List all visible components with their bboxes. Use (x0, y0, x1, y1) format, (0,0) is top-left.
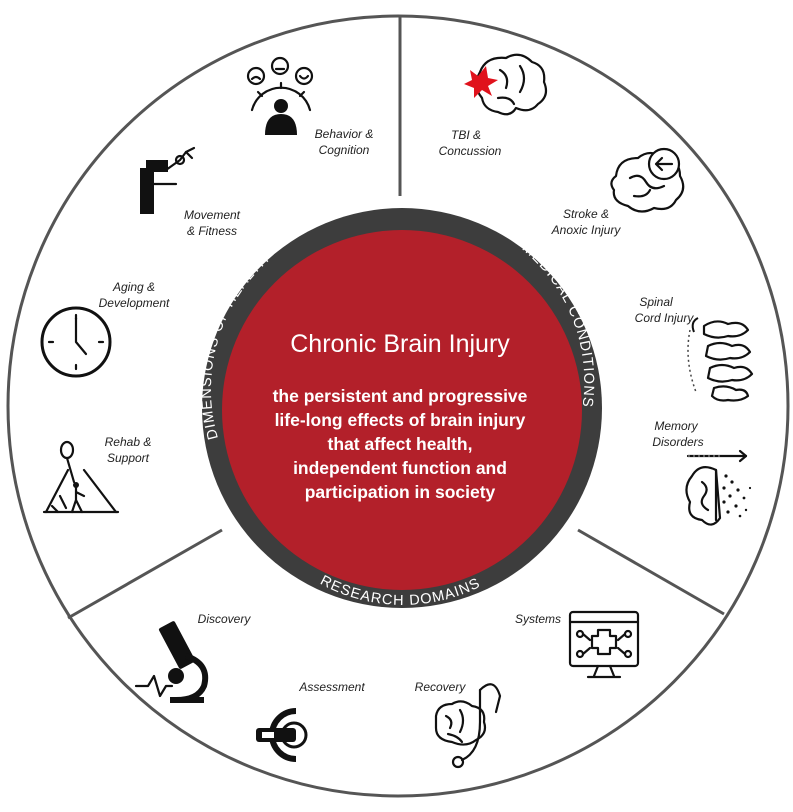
label-rehab-support-line-2: Support (107, 451, 150, 465)
emotion-meter-icon (246, 56, 314, 135)
label-discovery: Discovery (198, 612, 252, 626)
label-memory-disorders-line-2: Disorders (652, 435, 703, 449)
center-subtitle-line-3: that affect health, (328, 434, 473, 454)
brain-clot-icon (610, 147, 685, 213)
mri-scanner-icon (256, 708, 308, 762)
label-aging-development-line-1: Aging & (112, 280, 155, 294)
label-spinal-cord-line-1: Spinal (639, 295, 673, 309)
divider-right (577, 528, 725, 616)
clock-icon (40, 306, 112, 378)
label-aging-development-line-2: Development (99, 296, 170, 310)
center-title: Chronic Brain Injury (290, 330, 510, 358)
label-memory-disorders-line-1: Memory (654, 419, 698, 433)
label-behavior-cognition-line-2: Cognition (319, 143, 370, 157)
center-subtitle-line-4: independent function and (293, 458, 507, 478)
brain-stethoscope-icon (434, 683, 502, 769)
walking-person-balloon-icon (42, 440, 120, 514)
label-behavior-cognition-line-1: Behavior & (315, 127, 374, 141)
robotic-arm-icon (140, 146, 196, 214)
brain-fading-icon (685, 449, 752, 526)
label-tbi-concussion-line-1: TBI & (451, 128, 481, 142)
center-subtitle-line-1: the persistent and progressive (273, 386, 528, 406)
medical-monitor-icon (568, 610, 640, 679)
brain-impact-icon (464, 53, 548, 116)
spine-icon (687, 317, 754, 402)
label-assessment: Assessment (298, 680, 365, 694)
label-systems: Systems (515, 612, 561, 626)
label-movement-fitness-line-2: & Fitness (187, 224, 237, 238)
label-tbi-concussion-line-2: Concussion (439, 144, 502, 158)
microscope-icon (134, 621, 209, 703)
red-core (222, 230, 582, 590)
center-subtitle-line-2: life-long effects of brain injury (275, 410, 526, 430)
divider-left (67, 528, 223, 620)
label-stroke-anoxic-line-1: Stroke & (563, 207, 609, 221)
label-rehab-support-line-1: Rehab & (105, 435, 152, 449)
center-subtitle-line-5: participation in society (305, 482, 496, 502)
label-stroke-anoxic-line-2: Anoxic Injury (551, 223, 622, 237)
label-recovery: Recovery (415, 680, 467, 694)
label-spinal-cord-line-2: Cord Injury (635, 311, 695, 325)
label-movement-fitness-line-1: Movement (184, 208, 241, 222)
